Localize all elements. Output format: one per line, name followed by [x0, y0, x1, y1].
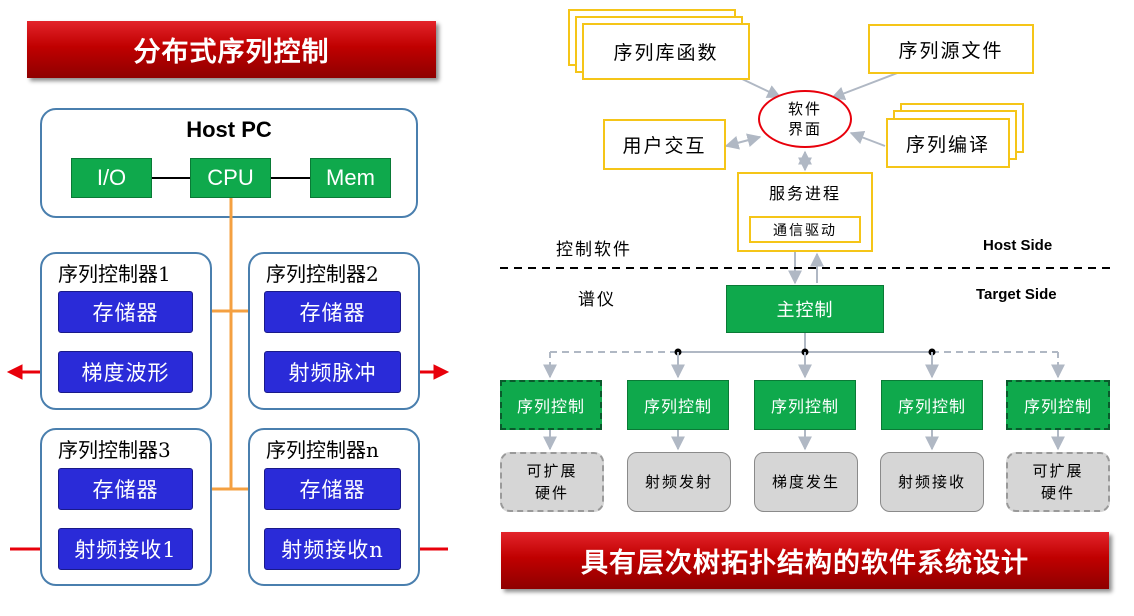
user-interaction-label: 用户交互: [622, 135, 707, 157]
hardware-rf-transmit: 射频发射: [627, 452, 731, 512]
target-side-label: Target Side: [976, 286, 1057, 303]
seq-control-4-label: 序列控制: [897, 397, 966, 416]
control-software-label: 控制软件: [556, 240, 632, 260]
seq-control-5: 序列控制: [1006, 380, 1110, 430]
software-ui-line1: 软件: [787, 100, 822, 118]
user-interaction-box: 用户交互: [603, 119, 726, 170]
controller-1-unit: 梯度波形: [58, 351, 193, 393]
comm-driver-box: 通信驱动: [749, 216, 861, 243]
controller-1-title: 序列控制器1: [58, 262, 171, 286]
seq-control-1-label: 序列控制: [516, 397, 585, 416]
software-ui-line2: 界面: [787, 120, 822, 138]
hardware-expandable-1: 可扩展 硬件: [500, 452, 604, 512]
controller-n-storage: 存储器: [264, 468, 401, 510]
controller-3-storage: 存储器: [58, 468, 193, 510]
seq-control-2: 序列控制: [627, 380, 729, 430]
arrow-ui-user: [724, 133, 762, 150]
hardware-1-line1: 可扩展: [526, 462, 578, 480]
seq-control-5-label: 序列控制: [1023, 397, 1092, 416]
hardware-5-line1: 可扩展: [1032, 462, 1084, 480]
right-connectors: [500, 71, 1112, 451]
controller-1-storage: 存储器: [58, 291, 193, 333]
main-control-label: 主控制: [776, 300, 834, 321]
arrow-compile-to-ui: [849, 130, 886, 147]
seq-control-1: 序列控制: [500, 380, 602, 430]
hardware-1-line2: 硬件: [534, 484, 569, 502]
seq-control-2-label: 序列控制: [643, 397, 712, 416]
hardware-4-label: 射频接收: [897, 473, 966, 491]
hardware-5-line2: 硬件: [1040, 484, 1075, 502]
seq-compile-box: 序列编译: [886, 118, 1010, 168]
arrow-src-to-ui: [830, 71, 901, 101]
hardware-expandable-2: 可扩展 硬件: [1006, 452, 1110, 512]
left-banner-text: 分布式序列控制: [133, 37, 330, 68]
controller-n-unit: 射频接收n: [264, 528, 401, 570]
controller-3-title: 序列控制器3: [58, 438, 171, 462]
arrow-lib-to-ui: [739, 77, 782, 98]
controller-2-storage: 存储器: [264, 291, 401, 333]
service-process-label: 服务进程: [768, 184, 841, 203]
seq-src-box: 序列源文件: [868, 24, 1034, 74]
seq-lib-label: 序列库函数: [613, 42, 719, 64]
right-banner-text: 具有层次树拓扑结构的软件系统设计: [581, 548, 1029, 579]
hardware-3-label: 梯度发生: [771, 473, 840, 491]
comm-driver-label: 通信驱动: [773, 222, 837, 239]
host-side-label: Host Side: [983, 237, 1053, 254]
hardware-gradient: 梯度发生: [754, 452, 858, 512]
left-banner: 分布式序列控制: [27, 21, 436, 78]
software-ui-ellipse: 软件 界面: [758, 90, 852, 148]
controller-3-unit: 射频接收1: [58, 528, 193, 570]
seq-lib-box: 序列库函数: [582, 23, 750, 80]
seq-control-3: 序列控制: [754, 380, 856, 430]
main-control-box: 主控制: [726, 285, 884, 333]
io-box: I/O: [71, 158, 152, 198]
hardware-rf-receive: 射频接收: [880, 452, 984, 512]
cpu-box: CPU: [190, 158, 271, 198]
mem-box: Mem: [310, 158, 391, 198]
controller-2-title: 序列控制器2: [266, 262, 379, 286]
seq-compile-label: 序列编译: [905, 133, 990, 156]
controller-n-title: 序列控制器n: [266, 438, 379, 462]
right-banner: 具有层次树拓扑结构的软件系统设计: [501, 532, 1109, 589]
seq-control-4: 序列控制: [881, 380, 983, 430]
controller-2-unit: 射频脉冲: [264, 351, 401, 393]
hardware-2-label: 射频发射: [644, 473, 713, 491]
host-pc-title: Host PC: [186, 117, 272, 142]
seq-src-label: 序列源文件: [898, 39, 1004, 62]
seq-control-3-label: 序列控制: [770, 397, 839, 416]
spectrometer-label: 谱仪: [578, 290, 616, 310]
